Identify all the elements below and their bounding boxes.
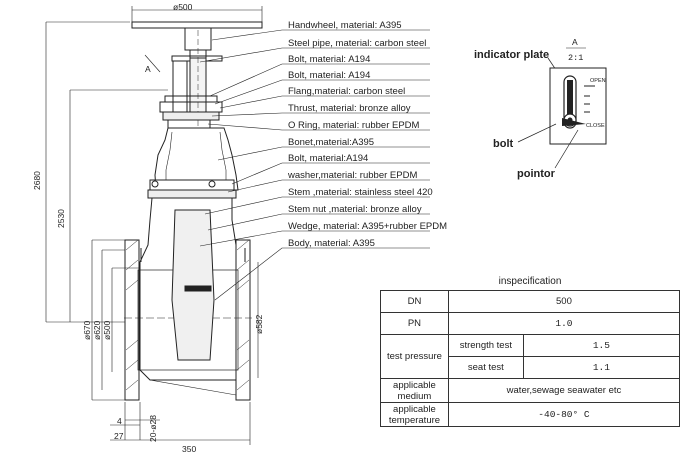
- dim-thickness-4: 4: [117, 416, 122, 426]
- dim-bolt-holes: 20-ø28: [148, 415, 158, 442]
- part-labels: Handwheel, material: A395 Steel pipe, ma…: [287, 20, 447, 249]
- part-label: O Ring, material: rubber EPDM: [288, 120, 420, 131]
- dim-height-2680: 2680: [32, 171, 42, 190]
- pn-label: PN: [380, 312, 449, 335]
- indicator-close: CLOSE: [586, 123, 605, 129]
- spec-title: inspecification: [498, 276, 562, 287]
- test-pressure-label: test pressure: [380, 334, 449, 379]
- dim-dia-620: ø620: [92, 320, 102, 340]
- top-flange: [159, 95, 223, 129]
- dim-length-350: 350: [182, 444, 196, 454]
- part-label: Steel pipe, material: carbon steel: [288, 38, 426, 49]
- dim-dia-670: ø670: [82, 320, 92, 340]
- part-label: Bonet,material:A395: [288, 137, 374, 148]
- section-marker: A: [145, 64, 151, 74]
- dim-height-2530: 2530: [56, 209, 66, 228]
- table-row: PN 1.0: [380, 312, 680, 335]
- leader-lines: [199, 29, 430, 301]
- bolt-callout: bolt: [493, 138, 513, 150]
- pn-value: 1.0: [447, 312, 680, 335]
- bonnet: [147, 127, 239, 199]
- seat-test-label: seat test: [447, 356, 524, 379]
- temperature-value: -40-80° C: [447, 402, 680, 427]
- dn-label: DN: [380, 290, 449, 313]
- dim-thickness-27: 27: [114, 431, 124, 441]
- part-label: Thrust, material: bronze alloy: [288, 103, 411, 114]
- indicator-view-label: A: [572, 37, 578, 47]
- seat-test-value: 1.1: [522, 356, 680, 379]
- table-row: applicable temperature -40-80° C: [380, 402, 680, 427]
- part-label: Stem nut ,material: bronze alloy: [288, 204, 422, 215]
- part-label: Bolt, material: A194: [288, 54, 370, 65]
- part-label: Body, material: A395: [288, 238, 375, 249]
- table-row: test pressure strength test 1.5: [380, 334, 680, 379]
- part-label: Flang,material: carbon steel: [288, 86, 405, 97]
- medium-label: applicable medium: [380, 378, 449, 403]
- pointer-callout: pointor: [517, 168, 556, 180]
- dimension-lines: [45, 21, 259, 445]
- valve-body: [124, 197, 252, 401]
- medium-value: water,sewage seawater etc: [447, 378, 680, 403]
- spec-table: DN 500 PN 1.0 test pressure strength tes…: [380, 290, 680, 427]
- part-label: washer,material: rubber EPDM: [287, 170, 417, 181]
- pointer-icon: [562, 118, 586, 126]
- indicator-open: OPEN: [590, 78, 606, 84]
- part-label: Wedge, material: A395+rubber EPDM: [288, 221, 447, 232]
- part-label: Handwheel, material: A395: [288, 20, 402, 31]
- strength-test-value: 1.5: [522, 334, 680, 357]
- table-row: applicable medium water,sewage seawater …: [380, 378, 680, 403]
- table-row: DN 500: [380, 290, 680, 313]
- dn-value: 500: [447, 290, 680, 313]
- temperature-label: applicable temperature: [380, 402, 449, 427]
- dim-dia-582: ø582: [254, 314, 264, 334]
- part-label: Bolt, material:A194: [288, 153, 368, 164]
- indicator-detail: indicator plate A 2:1 OPEN CLOSE bolt po…: [474, 37, 607, 180]
- part-label: Bolt, material: A194: [288, 70, 370, 81]
- part-label: Stem ,material: stainless steel 420: [288, 187, 433, 198]
- hatching: [125, 239, 250, 391]
- strength-test-label: strength test: [447, 334, 524, 357]
- indicator-title: indicator plate: [474, 49, 549, 61]
- dim-dia-500: ø500: [102, 320, 112, 340]
- indicator-scale: 2:1: [568, 53, 583, 63]
- handwheel: [131, 6, 263, 59]
- dim-handwheel-dia: ø500: [173, 2, 193, 12]
